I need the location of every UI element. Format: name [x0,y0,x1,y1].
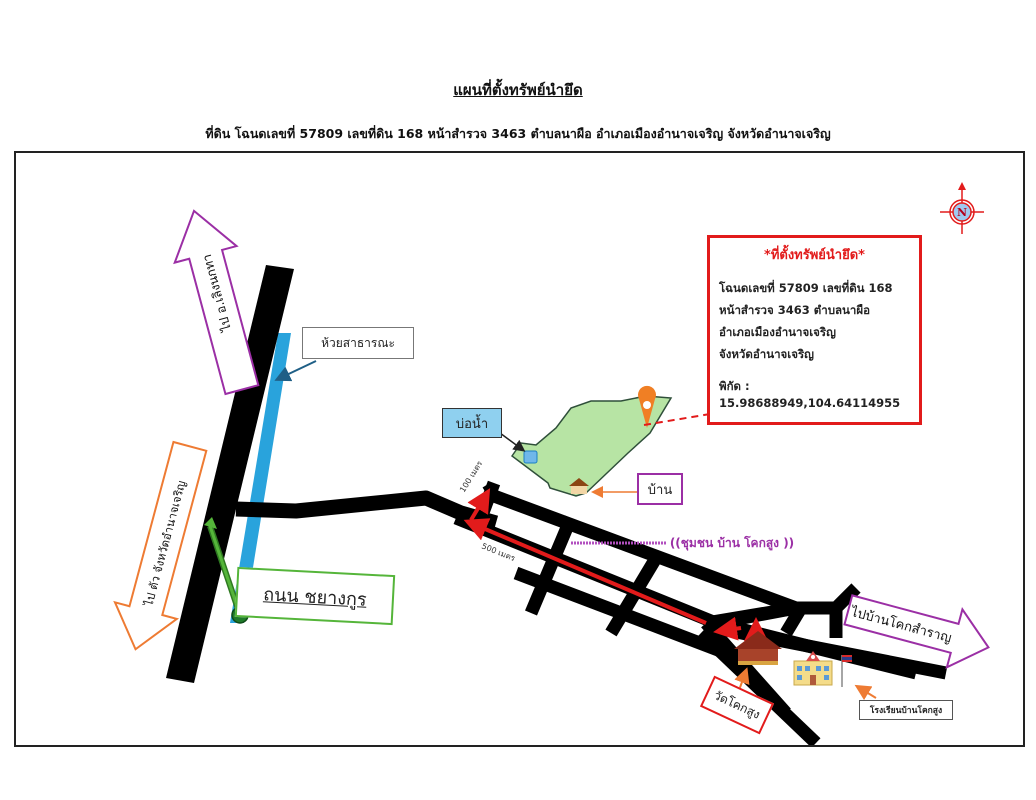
public-stream [230,333,291,623]
property-info-box: *ที่ตั้งทรัพย์นำยึด* โฉนดเลขที่ 57809 เล… [707,235,922,425]
label-school: โรงเรียนบ้านโคกสูง [859,700,953,720]
coordinates-label: พิกัด : [719,379,750,393]
info-coordinates: พิกัด : 15.98688949,104.64114955 [719,378,919,410]
info-line-district: อำเภอเมืองอำนาจเจริญ [719,325,836,339]
document-subtitle: ที่ดิน โฉนดเลขที่ 57809 เลขที่ดิน 168 หน… [205,126,831,141]
document-title: แผนที่ตั้งทรัพย์นำยึด [453,81,583,99]
location-pin-icon [638,385,656,428]
school-leader [854,684,877,701]
stream-leader [274,360,317,382]
distance-100m: 100 เมตร [458,459,485,494]
info-line-survey: หน้าสำรวจ 3463 ตำบลนาผือ [719,303,870,317]
compass-letter: N [957,206,967,219]
pond-shape [523,450,538,464]
direction-arrow-loengnoktha: ไป อ.เลิงนกทา [173,209,260,396]
label-house: บ้าน [637,473,683,505]
land-parcel [510,395,673,497]
label-pond: บ่อน้ำ [442,408,502,438]
school-icon [793,651,833,686]
temple-icon [734,631,782,665]
pond-leader [499,432,526,452]
map-frame: 100 เมตร 500 เมตร N ไป อ.เลิง [14,151,1025,747]
label-road-chayangkun: ถนน ชยางกูร [234,566,396,626]
map-canvas: 100 เมตร 500 เมตร N ไป อ.เลิง [113,182,990,745]
compass-icon: N [940,182,984,234]
flag-icon [841,655,852,687]
coordinates-value: 15.98688949,104.64114955 [719,396,901,410]
main-road-chayangkun [166,265,294,683]
label-community: ((ชุมชน บ้าน โคกสูง )) [669,535,795,550]
info-title: *ที่ตั้งทรัพย์นำยึด* [764,248,865,263]
info-line-province: จังหวัดอำนาจเจริญ [719,347,814,361]
label-public-stream: ห้วยสาธารณะ [302,327,414,359]
house-icon [569,478,589,494]
info-line-deed: โฉนดเลขที่ 57809 เลขที่ดิน 168 [719,281,893,295]
road-pointer-head [204,517,217,529]
